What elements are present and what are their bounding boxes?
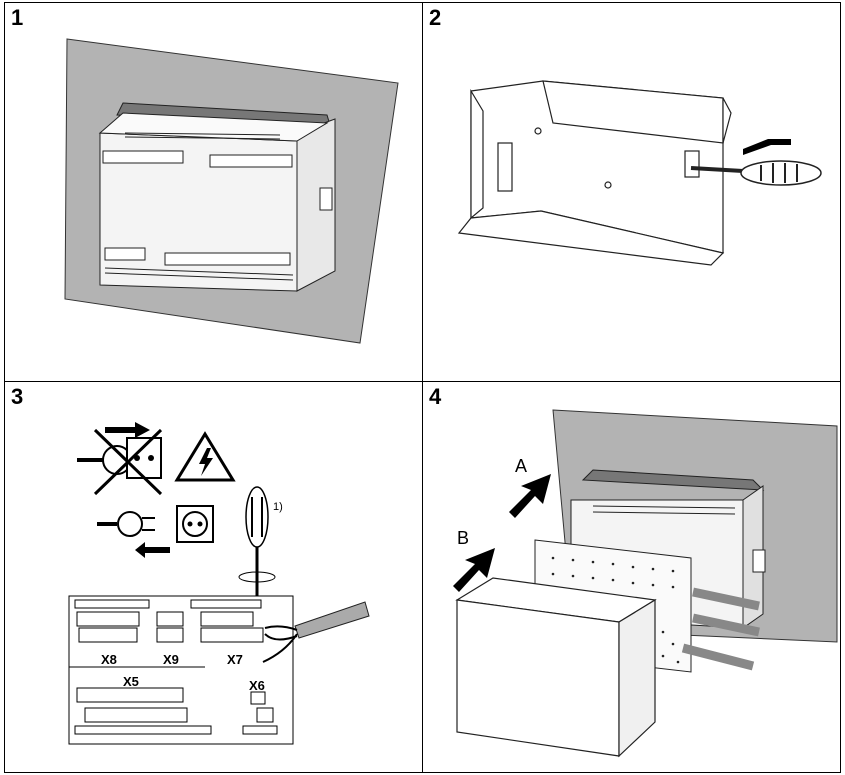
terminal-x6-label: X6 bbox=[249, 678, 265, 693]
unplugged-plug-icon bbox=[97, 511, 170, 558]
screwdriver-icon bbox=[690, 160, 822, 186]
footnote-marker: 1) bbox=[273, 501, 283, 513]
step-number: 4 bbox=[429, 384, 442, 409]
arrow-b-label: B bbox=[457, 528, 469, 548]
cover-hood-icon bbox=[455, 577, 657, 758]
step-1-panel: 1 bbox=[4, 2, 423, 382]
terminal-x8-label: X8 bbox=[101, 652, 117, 667]
terminal-x7-label: X7 bbox=[227, 652, 243, 667]
step-number: 1 bbox=[11, 5, 24, 30]
rod-icon bbox=[681, 587, 760, 671]
device-housing-icon bbox=[457, 80, 732, 266]
step-2-panel: 2 bbox=[422, 2, 841, 382]
step-1-illustration bbox=[64, 38, 399, 344]
step-3-illustration: 1) X8 X9 X7 X5 bbox=[68, 422, 370, 745]
high-voltage-warning-icon bbox=[174, 431, 236, 482]
step-4-panel: 4 bbox=[422, 381, 841, 773]
arrow-b-icon bbox=[453, 548, 495, 592]
terminal-x9-label: X9 bbox=[163, 652, 179, 667]
step-3-panel: 3 bbox=[4, 381, 423, 773]
arrow-a-label: A bbox=[515, 456, 527, 476]
socket-icon bbox=[176, 505, 214, 543]
step-number: 3 bbox=[11, 384, 24, 409]
cable-icon bbox=[262, 601, 370, 663]
push-arrow-icon bbox=[743, 139, 791, 155]
device-housing-icon bbox=[98, 102, 336, 292]
step-4-illustration: A B bbox=[453, 409, 838, 758]
arrow-a-icon bbox=[509, 474, 551, 518]
step-2-illustration bbox=[457, 80, 822, 266]
terminal-board-icon: X8 X9 X7 X5 X6 bbox=[68, 595, 294, 745]
crossed-out-plug-icon bbox=[77, 422, 163, 496]
step-number: 2 bbox=[429, 5, 442, 30]
terminal-x5-label: X5 bbox=[123, 674, 139, 689]
